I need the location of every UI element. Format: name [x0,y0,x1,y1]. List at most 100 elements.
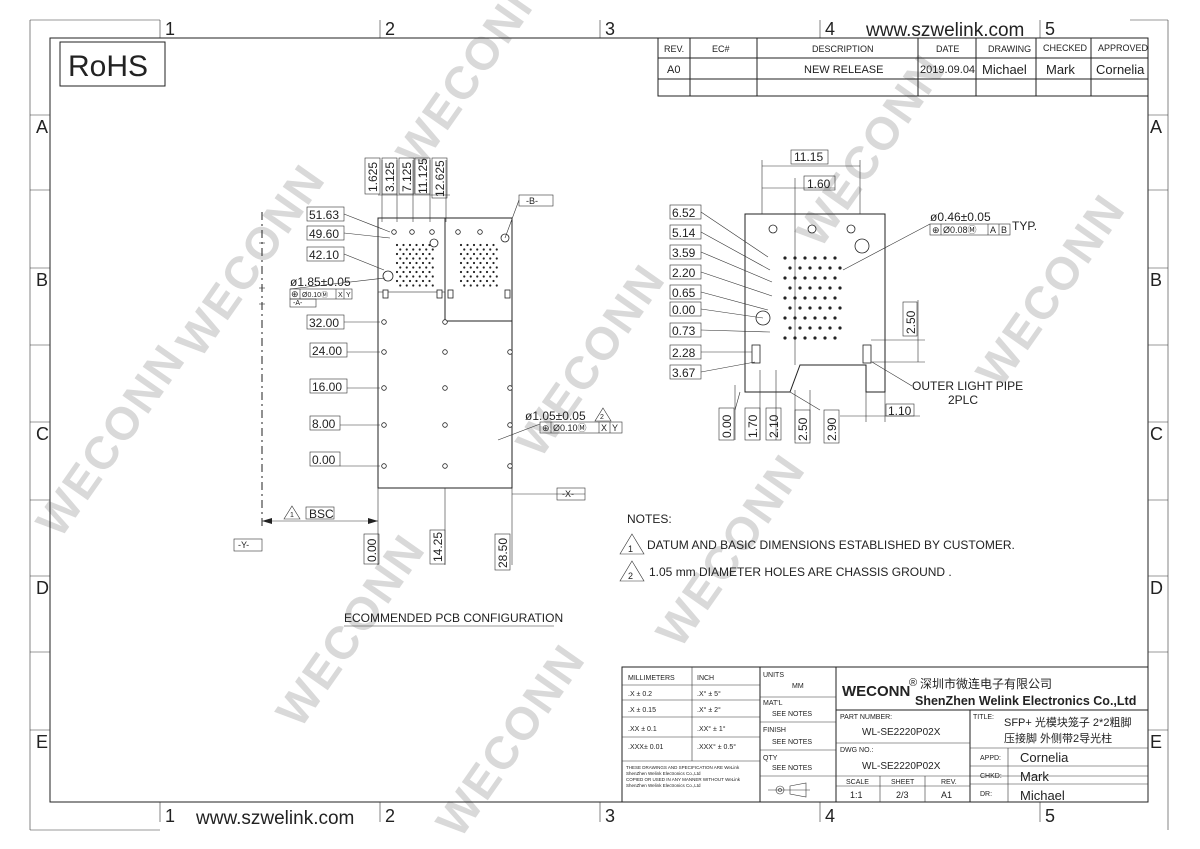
svg-text:BSC: BSC [309,507,334,521]
pin-hole [788,306,792,310]
svg-text:MM: MM [792,683,804,690]
pin-hole [402,270,405,274]
pin-hole [798,306,802,310]
svg-text:2019.09.04: 2019.09.04 [920,64,975,76]
pin-hole [402,261,405,265]
svg-text:28.50: 28.50 [496,538,510,568]
pin-hole [399,248,402,251]
dim-1-10: 1.10 [888,404,912,418]
pin-hole [469,266,472,269]
pin-hole [472,270,476,274]
pin-hole [408,270,412,274]
note-2: 1.05 mm DIAMETER HOLES ARE CHASSIS GROUN… [649,565,952,579]
pin-hole [482,257,485,260]
pin-hole [463,266,466,269]
svg-text:-X-: -X- [562,489,574,499]
svg-text:MILLIMETERS: MILLIMETERS [628,675,675,682]
svg-text:0.00: 0.00 [720,414,734,438]
pin-hole [431,275,434,278]
pin-hole [405,284,408,287]
pin-hole [479,279,482,283]
svg-text:51.63: 51.63 [309,208,339,222]
dim-11-15: 11.15 [794,150,823,164]
pin-hole [466,261,469,265]
svg-text:2: 2 [628,571,633,581]
pin-hole [472,252,476,256]
svg-text:Ø0.08Ⓜ: Ø0.08Ⓜ [943,225,977,235]
svg-text:X: X [601,423,607,433]
svg-text:NEW RELEASE: NEW RELEASE [804,64,883,76]
pin-hole [399,257,402,260]
pin-hole [463,275,466,278]
hole-callout-b: ø1.05±0.05 2 ⊕ Ø0.10Ⓜ X Y [497,407,623,441]
svg-text:A0: A0 [667,64,680,76]
svg-text:0.00: 0.00 [365,538,379,562]
pin-hole [415,270,418,274]
pcb-layout-view: 1.625 3.125 7.125 11.125 12.625 51.63 49… [233,157,623,627]
pin-hole [466,243,469,247]
pin-hole [793,276,797,280]
top-dimensions: 1.625 3.125 7.125 11.125 12.625 [364,157,450,222]
pin-hole [421,261,425,265]
pin-hole [479,261,482,265]
svg-text:MAT'L: MAT'L [763,700,783,707]
watermark: WECONN [426,634,596,845]
svg-text:DWG NO.:: DWG NO.: [840,747,873,754]
pin-hole [408,243,412,247]
svg-text:DATE: DATE [936,44,959,54]
pin-hole [405,257,408,260]
pin-hole [431,257,434,260]
svg-text:4: 4 [825,19,835,39]
pin-hole [793,296,797,300]
svg-text:.XXX° ± 0.5°: .XXX° ± 0.5° [697,743,736,751]
bottom-dimensions: 0.00 14.25 28.50 [363,488,513,571]
pin-hole [425,257,428,260]
svg-text:24.00: 24.00 [312,344,342,358]
pin-hole [808,306,812,310]
revision-table: REV. EC# DESCRIPTION DATE DRAWING CHECKE… [657,37,1149,97]
svg-text:2.20: 2.20 [672,266,696,280]
detail-hole-callout: ø0.46±0.05 [930,210,991,224]
pin-hole [408,261,412,265]
pin-hole [399,266,402,269]
notes-title: NOTES: [627,512,672,526]
pin-hole [833,256,837,260]
svg-text:Michael: Michael [1020,788,1065,803]
pcb-caption: ECOMMENDED PCB CONFIGURATION [344,611,563,625]
pin-hole [833,316,837,320]
hole-callout-a: ø1.85±0.05 ⊕ Ø0.10Ⓜ X Y -A- [289,275,386,308]
svg-text:D: D [1150,578,1163,598]
pin-hole [466,252,469,256]
pin-hole [415,252,418,256]
pin-hole [489,275,492,278]
svg-text:C: C [1150,424,1163,444]
svg-text:1: 1 [290,512,294,519]
pin-hole [838,266,842,270]
svg-text:ShenZhen Welink Electronics Co: ShenZhen Welink Electronics Co.,Ltd [626,783,701,788]
row-markers: A B C D E A B C D E [30,114,1168,752]
svg-text:3: 3 [605,19,615,39]
watermark: WECONN [26,334,196,545]
pin-hole [482,248,485,251]
pin-array-left [395,243,434,287]
pin-hole [421,243,425,247]
svg-text:1: 1 [165,19,175,39]
svg-text:1.70: 1.70 [746,414,760,438]
pin-hole [798,266,802,270]
pin-hole [485,279,489,283]
svg-text:QTY: QTY [763,755,778,762]
svg-text:2.90: 2.90 [825,417,839,441]
svg-text:Cornelia: Cornelia [1096,62,1145,77]
pin-hole [421,270,425,274]
svg-text:Michael: Michael [982,62,1027,77]
drawing-title-line-1: SFP+ 光模块笼子 2*2粗脚 [1004,715,1131,729]
pin-hole [492,243,495,247]
pin-hole [492,270,495,274]
svg-text:A: A [990,225,996,235]
pin-hole [459,279,463,283]
svg-text:1: 1 [165,806,175,826]
svg-text:16.00: 16.00 [312,380,342,394]
pin-hole [783,296,787,300]
svg-text:2.10: 2.10 [767,414,781,438]
column-markers-bottom: 1 2 3 4 5 [159,802,1055,826]
